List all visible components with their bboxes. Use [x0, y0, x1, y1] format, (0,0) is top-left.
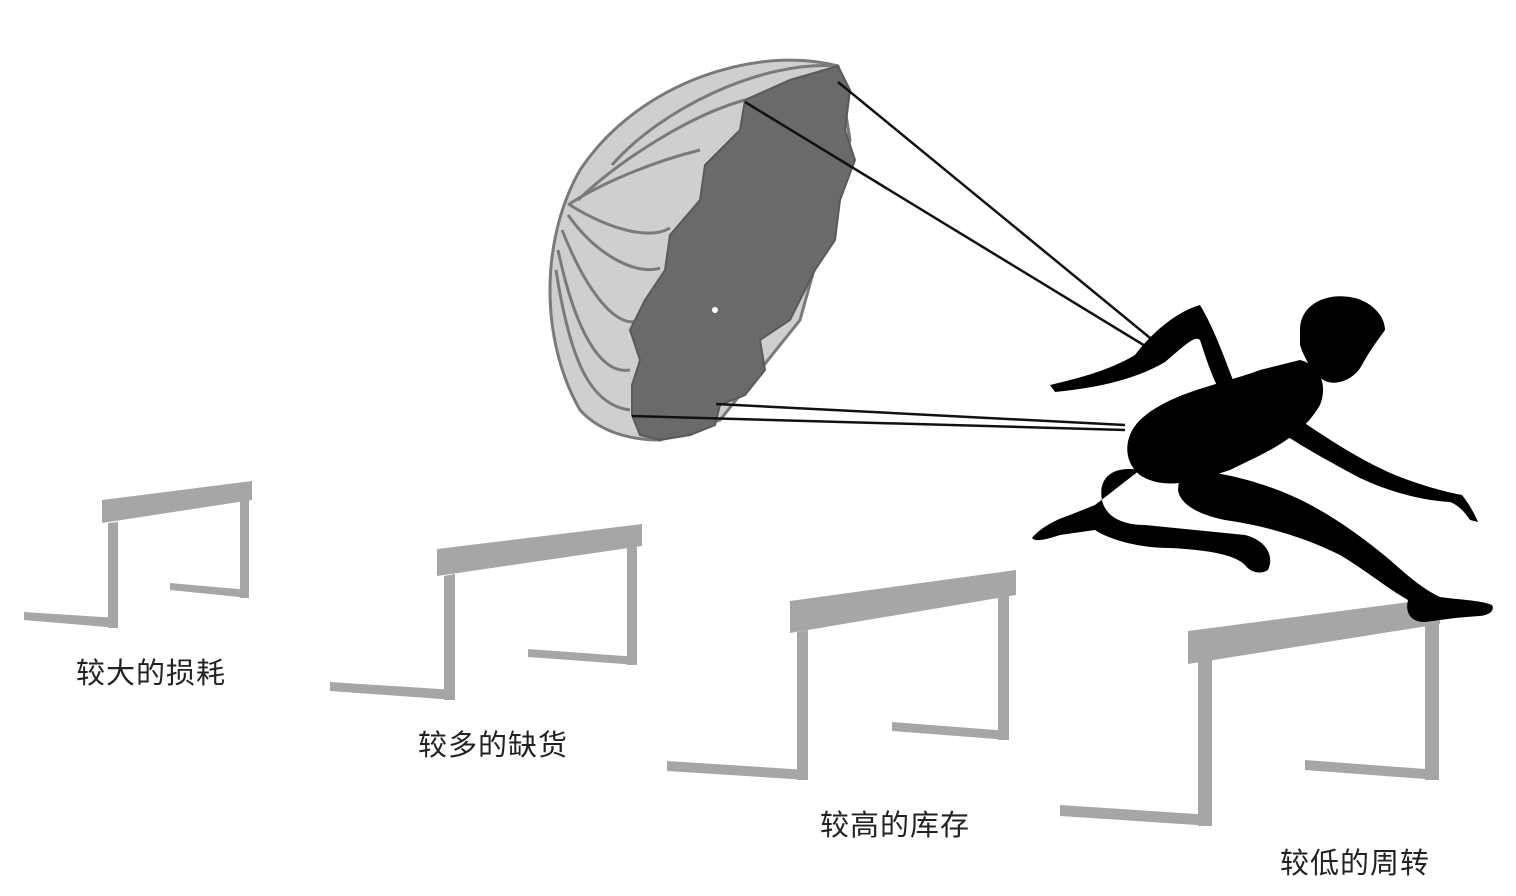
- hurdle-label-inventory: 较高的库存: [820, 808, 971, 842]
- hurdle-label-loss: 较大的损耗: [76, 656, 227, 690]
- hurdle-1: [24, 481, 252, 628]
- parachute-lines: [631, 81, 1161, 432]
- parachute-icon: [548, 58, 857, 442]
- hurdle-label-stockout: 较多的缺货: [418, 728, 569, 762]
- hurdle-3: [667, 570, 1016, 780]
- runner-icon: [1032, 296, 1493, 622]
- hurdle-2: [330, 524, 642, 700]
- hurdle-label-turnover: 较低的周转: [1280, 846, 1431, 880]
- hurdle-4: [1060, 598, 1440, 826]
